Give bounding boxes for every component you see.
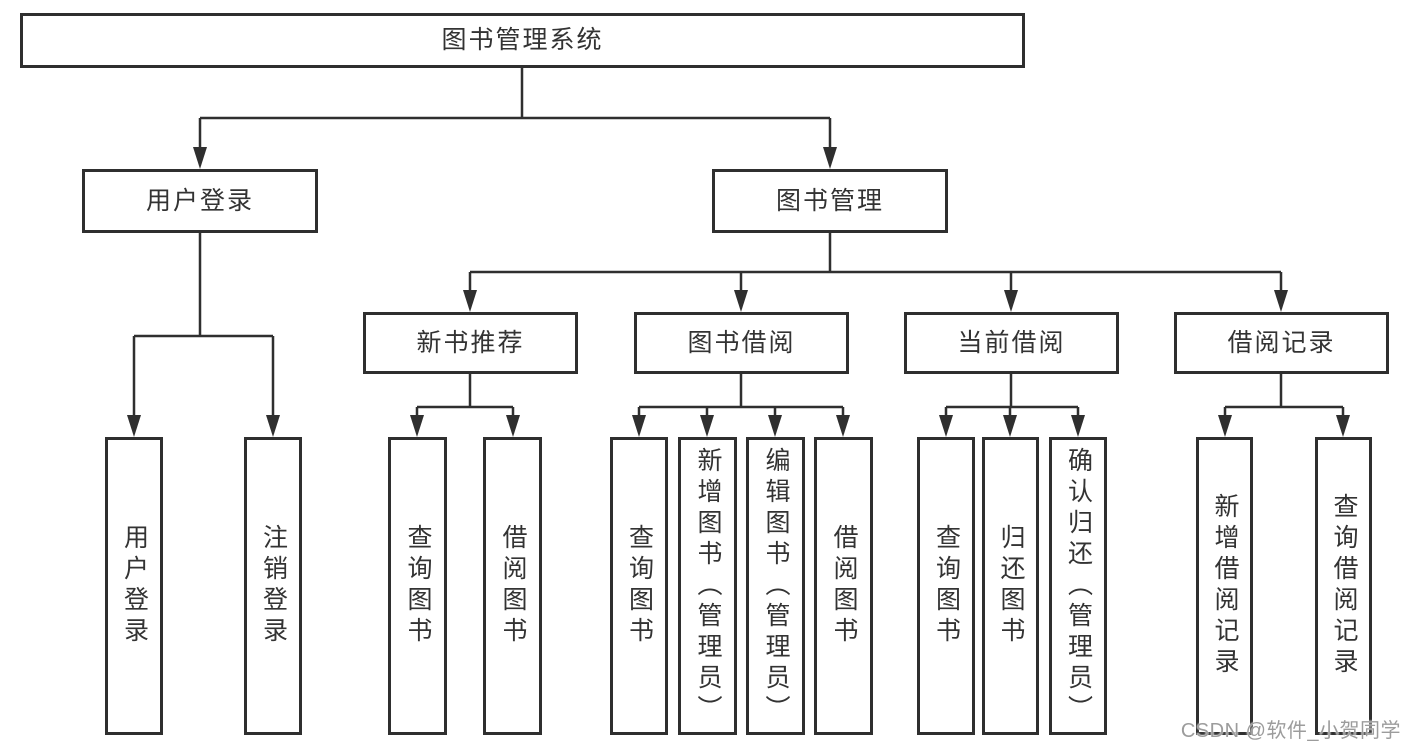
node-borrowing-records: 借阅记录: [1174, 312, 1389, 374]
leaf-add-books-admin: 新增图书（管理员）: [678, 437, 737, 735]
node-label: 查询图书: [625, 524, 654, 648]
node-user-login: 用户登录: [82, 169, 318, 233]
node-label: 注销登录: [259, 524, 288, 648]
leaf-confirm-return-admin: 确认归还（管理员）: [1049, 437, 1107, 735]
node-label: 编辑图书（管理员）: [762, 446, 790, 726]
node-label: 确认归还（管理员）: [1064, 446, 1093, 726]
leaf-return-books: 归还图书: [982, 437, 1039, 735]
leaf-borrow-books: 借阅图书: [814, 437, 873, 735]
node-label: 新增图书（管理员）: [694, 446, 722, 726]
node-label: 用户登录: [145, 186, 254, 215]
node-library-management-system: 图书管理系统: [20, 13, 1025, 68]
node-book-management: 图书管理: [712, 169, 948, 233]
leaf-recommend-borrow-books: 借阅图书: [483, 437, 542, 735]
leaf-user-login: 用户登录: [105, 437, 163, 735]
node-label: 归还图书: [997, 524, 1025, 648]
leaf-add-borrowing-record: 新增借阅记录: [1196, 437, 1253, 735]
leaf-borrowing-query-books: 查询图书: [610, 437, 668, 735]
node-label: 查询图书: [404, 524, 432, 648]
node-label: 借阅记录: [1227, 328, 1336, 357]
node-current-borrowing: 当前借阅: [904, 312, 1119, 374]
node-label: 查询借阅记录: [1330, 493, 1358, 679]
leaf-query-borrowing-record: 查询借阅记录: [1315, 437, 1372, 735]
node-label: 借阅图书: [499, 524, 527, 648]
node-label: 用户登录: [120, 524, 149, 648]
leaf-logout: 注销登录: [244, 437, 302, 735]
leaf-current-query-books: 查询图书: [917, 437, 975, 735]
node-label: 当前借阅: [957, 328, 1066, 357]
leaf-recommend-query-books: 查询图书: [388, 437, 447, 735]
node-book-borrowing: 图书借阅: [634, 312, 849, 374]
node-label: 图书管理系统: [441, 26, 604, 54]
csdn-watermark: CSDN @软件_小贺同学: [1180, 720, 1401, 742]
connector-paths: [132, 68, 1345, 418]
node-label: 借阅图书: [830, 524, 858, 648]
node-new-book-recommend: 新书推荐: [363, 312, 578, 374]
node-label: 图书管理: [775, 186, 884, 215]
node-label: 新增借阅记录: [1211, 493, 1239, 679]
node-label: 图书借阅: [687, 328, 796, 357]
node-label: 查询图书: [932, 524, 961, 648]
arrowheads: [127, 147, 1350, 437]
leaf-edit-books-admin: 编辑图书（管理员）: [746, 437, 805, 735]
node-label: 新书推荐: [416, 328, 525, 357]
